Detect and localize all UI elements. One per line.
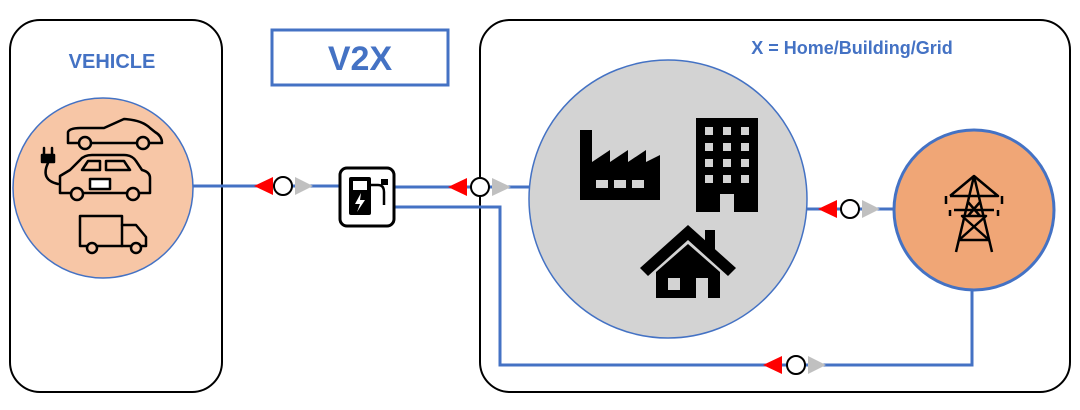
- flow-indicator-consumer: [448, 177, 511, 197]
- v2x-title-box: [270, 28, 450, 87]
- flow-indicator-grid: [818, 199, 880, 219]
- vehicle-icons: [40, 117, 164, 255]
- truck-icon: [78, 214, 148, 255]
- factory-icon: [580, 130, 660, 200]
- electric-car-icon: [40, 146, 152, 202]
- x-definition-label: X = Home/Building/Grid: [751, 38, 953, 58]
- flow-indicator-vehicle: [254, 176, 313, 196]
- ev-charger-icon: [338, 166, 396, 228]
- convertible-car-icon: [66, 117, 164, 151]
- transmission-tower-icon: [944, 174, 1004, 253]
- vehicle-label: VEHICLE: [69, 51, 156, 73]
- flow-indicator-return: [763, 355, 826, 375]
- v2x-title: V2X: [328, 40, 393, 78]
- office-building-icon: [696, 118, 758, 212]
- charger-grid-return-line: [394, 205, 974, 367]
- house-icon: [640, 225, 736, 298]
